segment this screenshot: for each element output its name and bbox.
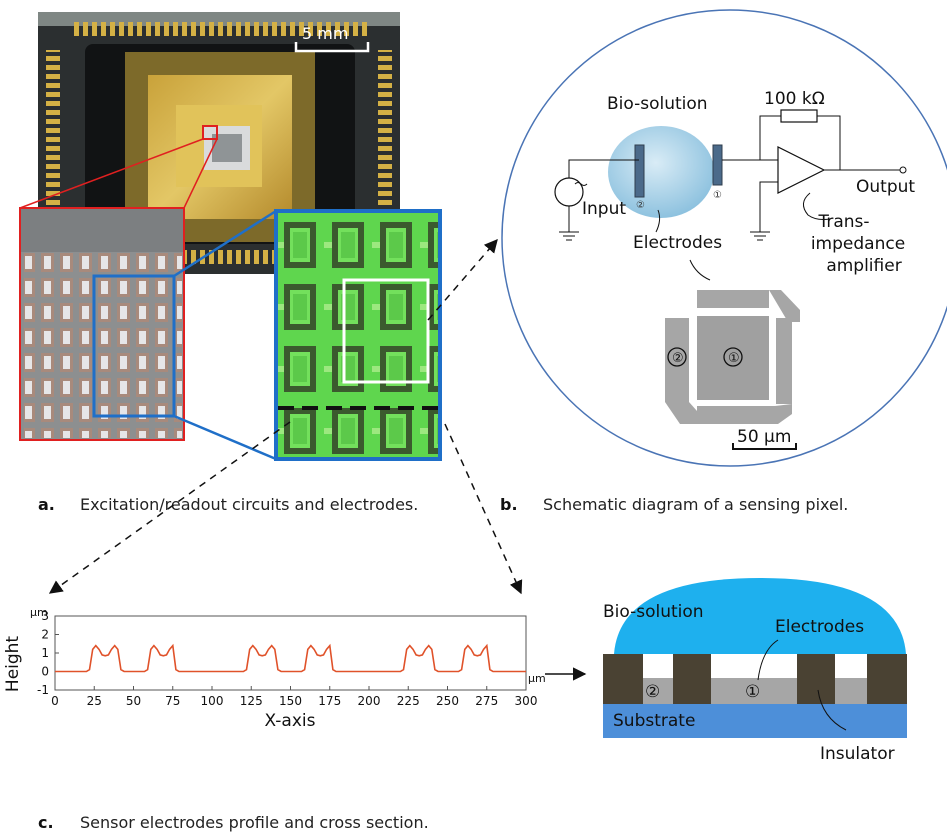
- x-tick-label: 300: [515, 694, 538, 708]
- cs-bio-solution-label: Bio-solution: [603, 602, 704, 622]
- micrograph-inset: [19, 207, 185, 441]
- feedback-resistor: [780, 109, 818, 123]
- zoom-inset: [274, 209, 442, 461]
- arrow-to-profile-right: [444, 423, 523, 595]
- electrode-corner: [665, 402, 705, 424]
- electrode-2-mark: ②: [636, 200, 645, 211]
- bio-solution-label: Bio-solution: [607, 94, 708, 114]
- caption-b-letter: b.: [500, 495, 518, 514]
- insulator-block: [867, 654, 907, 704]
- x-tick-label: 100: [201, 694, 224, 708]
- bio-solution-layer: [614, 578, 906, 654]
- electrodes-label: Electrodes: [633, 233, 722, 253]
- layout-marker-1: ①: [728, 351, 740, 366]
- x-unit: µm: [528, 672, 546, 685]
- insulator-block: [797, 654, 835, 704]
- cs-insulator-label: Insulator: [820, 744, 895, 764]
- cs-substrate-label: Substrate: [613, 711, 695, 731]
- y-tick-label: 0: [41, 665, 49, 679]
- y-tick-label: -1: [37, 683, 49, 697]
- layout-marker-2: ②: [672, 351, 684, 366]
- electrode-center: [697, 316, 769, 400]
- caption-b: Schematic diagram of a sensing pixel.: [543, 495, 848, 514]
- caption-c: Sensor electrodes profile and cross sect…: [80, 813, 429, 832]
- tia-label-3: amplifier: [826, 256, 901, 276]
- cs-electrode-2: ②: [645, 682, 660, 702]
- electrode-1: [712, 144, 723, 186]
- x-tick-label: 25: [87, 694, 102, 708]
- caption-c-letter: c.: [38, 813, 54, 832]
- panel-b: Bio-solution ② ① Input 100 kΩ: [427, 9, 947, 514]
- x-tick-label: 200: [358, 694, 381, 708]
- x-tick-label: 275: [475, 694, 498, 708]
- x-tick-label: 75: [165, 694, 180, 708]
- electrode-layout: ② ①: [665, 290, 800, 424]
- caption-a: Excitation/readout circuits and electrod…: [80, 495, 418, 514]
- plot-frame: [54, 615, 527, 691]
- electrode-corner: [775, 404, 792, 424]
- y-axis-label: Height: [3, 636, 23, 693]
- x-tick-label: 225: [397, 694, 420, 708]
- electrode-top-bar: [697, 290, 769, 308]
- electrode-corner: [769, 290, 800, 322]
- electrode-bottom-bar: [697, 406, 775, 424]
- profile-line: [55, 643, 526, 673]
- tia-label-1: Trans-: [817, 212, 869, 232]
- cs-electrodes-label: Electrodes: [775, 617, 864, 637]
- insulator-block: [603, 654, 643, 704]
- cross-section: Bio-solution Electrodes ② ① Substrate In…: [603, 578, 907, 764]
- y-tick-label: 1: [41, 646, 49, 660]
- x-tick-label: 50: [126, 694, 141, 708]
- x-tick-label: 175: [318, 694, 341, 708]
- zoom-circle: [501, 9, 947, 467]
- panel-a: 5 mm a. Excitation/readout circuits and …: [19, 12, 442, 514]
- x-tick-label: 250: [436, 694, 459, 708]
- amplifier-symbol: [777, 146, 826, 194]
- electrode-right-bar: [776, 318, 792, 404]
- x-tick-label: 150: [279, 694, 302, 708]
- insulator-block: [673, 654, 711, 704]
- scale-bar-5mm: 5 mm: [302, 24, 348, 43]
- resistor-label: 100 kΩ: [764, 89, 825, 109]
- x-axis-label: X-axis: [265, 711, 316, 731]
- y-tick-label: 3: [41, 609, 49, 623]
- caption-a-letter: a.: [38, 495, 55, 514]
- arrow-to-profile-left: [48, 421, 291, 594]
- x-tick-label: 0: [51, 694, 59, 708]
- electrode-2: [634, 144, 645, 198]
- input-label: Input: [582, 199, 626, 219]
- scale-bar-50um: 50 µm: [737, 427, 791, 447]
- electrode-layer: [603, 678, 907, 704]
- y-tick-label: 2: [41, 628, 49, 642]
- circuit-schematic: Bio-solution ② ① Input 100 kΩ: [554, 89, 915, 281]
- x-tick-label: 125: [240, 694, 263, 708]
- tia-label-2: impedance: [811, 234, 905, 254]
- cs-electrode-1: ①: [745, 682, 760, 702]
- y-unit: µm: [30, 606, 48, 619]
- substrate-layer: [603, 704, 907, 738]
- electrode-1-mark: ①: [713, 190, 722, 201]
- output-label: Output: [856, 177, 915, 197]
